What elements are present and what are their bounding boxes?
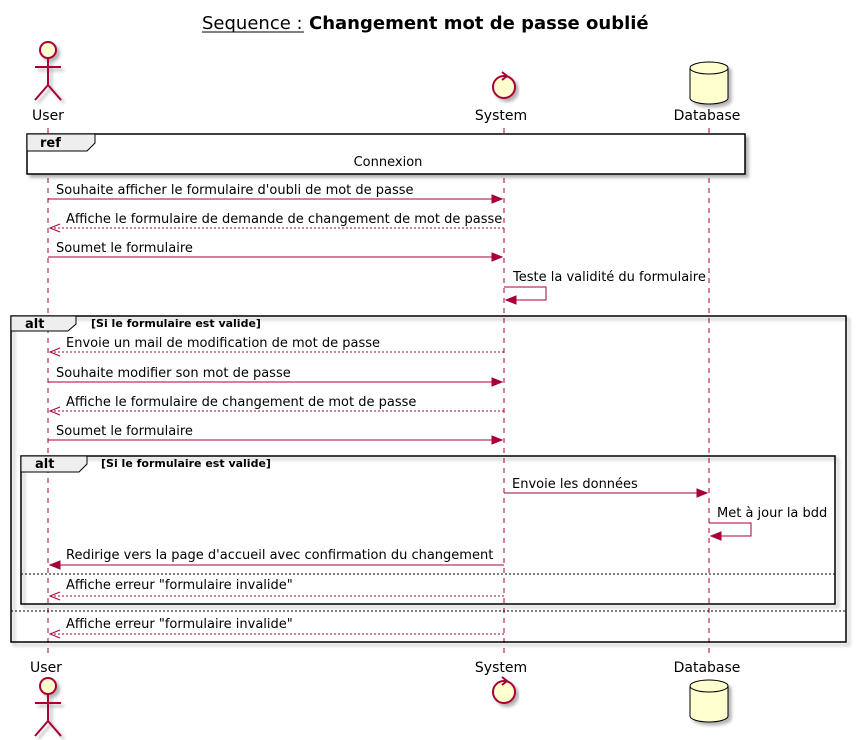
participant-database-bottom: Database — [674, 660, 741, 723]
alt-label: alt — [35, 457, 54, 472]
message-3: Soumet le formulaire — [48, 241, 504, 262]
arrowhead — [491, 377, 504, 387]
message-6: Souhaite modifier son mot de passe — [48, 366, 504, 387]
arrowhead — [504, 295, 517, 305]
arrowhead — [48, 629, 61, 639]
participant-database-top: Database — [674, 61, 741, 124]
message-9: Envoie les données — [504, 477, 709, 498]
diagram-title: Sequence : Changement mot de passe oubli… — [202, 13, 649, 34]
message-4-self: Teste la validité du formulaire — [504, 270, 706, 305]
message-label: Soumet le formulaire — [56, 424, 193, 439]
message-7: Affiche le formulaire de changement de m… — [48, 395, 504, 416]
message-label: Soumet le formulaire — [56, 241, 193, 256]
arrowhead — [491, 252, 504, 262]
database-icon — [689, 61, 729, 105]
alt-guard: [Si le formulaire est valide] — [101, 457, 271, 470]
participant-system-bottom: System — [475, 660, 527, 704]
message-label: Affiche le formulaire de changement de m… — [66, 395, 416, 410]
title-main: Changement mot de passe oublié — [309, 13, 649, 34]
message-label: Souhaite afficher le formulaire d'oubli … — [56, 183, 414, 198]
arrowhead — [48, 560, 61, 570]
arrowhead — [48, 406, 61, 416]
message-5: Envoie un mail de modification de mot de… — [48, 336, 504, 357]
arrowhead — [696, 488, 709, 498]
arrowhead — [709, 531, 722, 541]
message-10-self: Met à jour la bdd — [709, 506, 827, 541]
message-label: Redirige vers la page d'accueil avec con… — [66, 548, 493, 563]
arrowhead — [491, 194, 504, 204]
message-label: Teste la validité du formulaire — [512, 270, 706, 285]
message-1: Souhaite afficher le formulaire d'oubli … — [48, 183, 504, 204]
participant-database-label: Database — [674, 108, 741, 124]
participant-user-label: User — [30, 660, 62, 676]
actor-icon — [34, 677, 62, 737]
participant-system-top: System — [475, 71, 527, 124]
participant-database-label: Database — [674, 660, 741, 676]
message-label: Souhaite modifier son mot de passe — [56, 366, 291, 381]
message-11: Redirige vers la page d'accueil avec con… — [48, 548, 504, 570]
control-icon — [492, 676, 516, 704]
message-label: Envoie les données — [512, 477, 638, 492]
message-12: Affiche erreur "formulaire invalide" — [48, 578, 504, 601]
message-label: Affiche le formulaire de demande de chan… — [66, 212, 502, 227]
arrowhead — [48, 591, 61, 601]
alt-guard: [Si le formulaire est valide] — [91, 317, 261, 330]
message-label: Affiche erreur "formulaire invalide" — [66, 578, 293, 593]
participant-user-top: User — [32, 41, 64, 124]
participant-system-label: System — [475, 660, 527, 676]
participant-user-bottom: User — [30, 660, 62, 737]
participant-system-label: System — [475, 108, 527, 124]
ref-text: Connexion — [354, 155, 423, 170]
arrowhead — [491, 435, 504, 445]
control-icon — [492, 71, 516, 99]
ref-label: ref — [40, 136, 61, 151]
participant-user-label: User — [32, 108, 64, 124]
title-prefix: Sequence : — [202, 13, 303, 34]
message-label: Envoie un mail de modification de mot de… — [66, 336, 380, 351]
alt-fragment-outer: alt [Si le formulaire est valide] — [10, 315, 847, 643]
message-label: Affiche erreur "formulaire invalide" — [66, 617, 293, 632]
message-label: Met à jour la bdd — [717, 506, 827, 521]
alt-fragment-inner: alt [Si le formulaire est valide] — [20, 455, 836, 605]
lifelines — [47, 128, 710, 655]
ref-frame: ref Connexion — [26, 133, 746, 175]
alt-label: alt — [25, 317, 44, 332]
message-13: Affiche erreur "formulaire invalide" — [48, 617, 504, 639]
actor-icon — [34, 41, 62, 101]
message-8: Soumet le formulaire — [48, 424, 504, 445]
arrowhead — [48, 223, 61, 233]
message-2: Affiche le formulaire de demande de chan… — [48, 212, 504, 233]
database-icon — [689, 679, 729, 723]
arrowhead — [48, 347, 61, 357]
